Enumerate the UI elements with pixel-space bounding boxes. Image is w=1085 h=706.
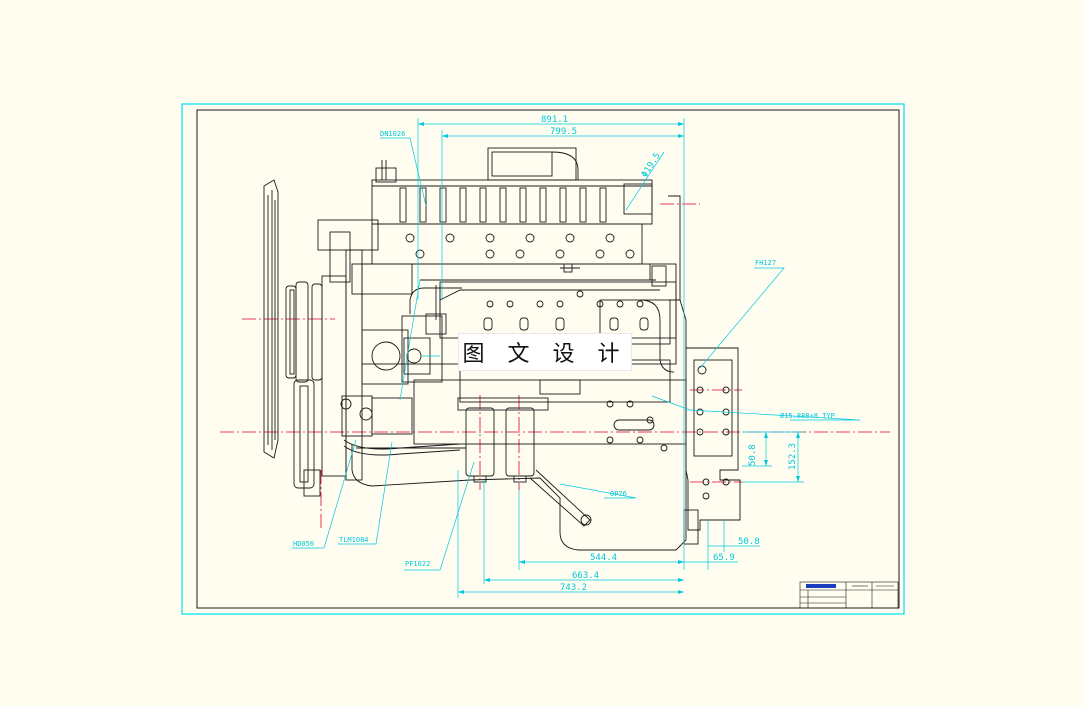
inner-frame	[196, 109, 900, 609]
dim-65-9: 65.9	[713, 553, 735, 563]
pipes	[343, 160, 687, 456]
label-tlm1084: TLM1084	[339, 536, 369, 544]
fuel-pump	[340, 313, 447, 437]
dim-50-8-vertical: 50.8	[748, 444, 758, 466]
label-dn1026: DN1026	[380, 130, 405, 138]
dim-743-2: 743.2	[560, 583, 587, 593]
label-hole-note: Ø15.888×8 TYP	[780, 412, 835, 420]
dim-799-5: 799.5	[550, 127, 577, 137]
dim-544-4: 544.4	[590, 553, 617, 563]
dimension-arrows	[418, 122, 800, 594]
fan	[263, 179, 279, 459]
watermark: 图 文 设 计	[458, 333, 632, 371]
watermark-text: 图 文 设 计	[462, 342, 628, 367]
dim-891-1: 891.1	[541, 115, 568, 125]
label-hd056: HD056	[293, 540, 314, 548]
dim-152-3: 152.3	[788, 443, 798, 470]
engine-side-view	[263, 147, 741, 551]
outer-frame	[181, 103, 905, 615]
dimension-lines	[292, 118, 861, 598]
flywheel-housing	[683, 347, 741, 545]
label-op76: OP76	[610, 490, 627, 498]
valve-cover	[371, 147, 653, 265]
dim-50-8-bottom: 50.8	[738, 537, 760, 547]
label-pf1022: PF1022	[405, 560, 430, 568]
dim-diagonal: Φ19.5	[640, 151, 663, 179]
dim-663-4: 663.4	[572, 571, 599, 581]
oil-pan	[351, 444, 687, 551]
label-fh127: FH127	[755, 259, 776, 267]
title-block	[799, 581, 899, 609]
pulleys	[285, 275, 347, 497]
head-bolts	[405, 233, 635, 259]
filters	[457, 397, 549, 483]
